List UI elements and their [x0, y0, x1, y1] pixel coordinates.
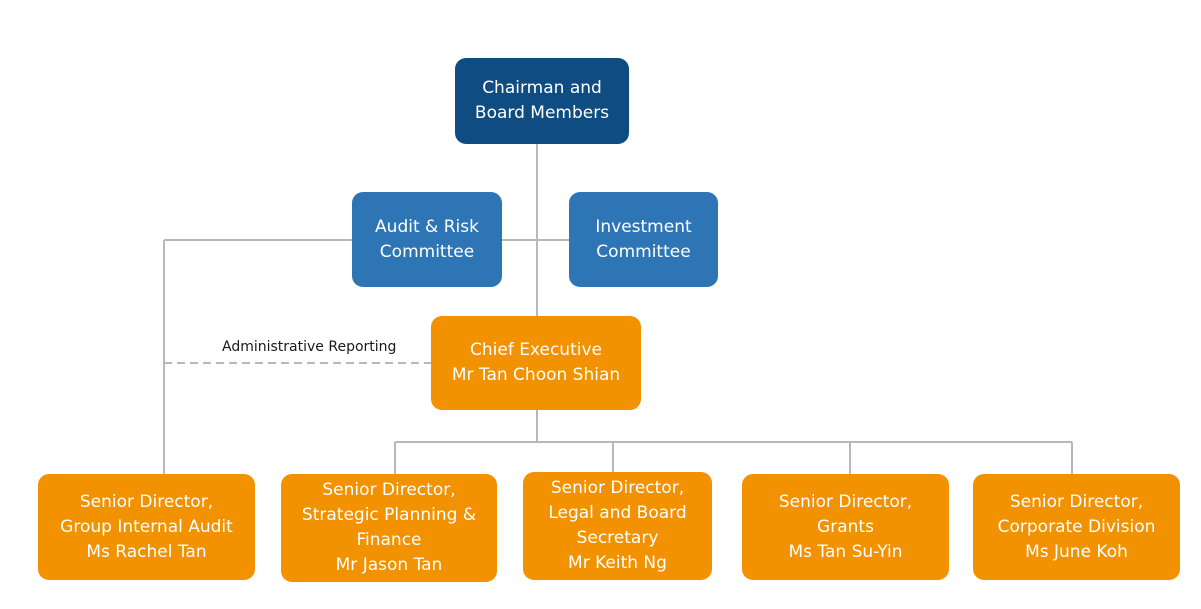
director-legal-board-secretary-node: Senior Director, Legal and Board Secreta…	[523, 472, 712, 580]
director-group-internal-audit-node: Senior Director, Group Internal Audit Ms…	[38, 474, 255, 580]
director-legal-board-secretary-label: Senior Director, Legal and Board Secreta…	[548, 478, 687, 573]
director-grants-node: Senior Director, Grants Ms Tan Su-Yin	[742, 474, 949, 580]
director-group-internal-audit-label: Senior Director, Group Internal Audit Ms…	[60, 491, 233, 562]
chief-executive-label: Chief Executive Mr Tan Choon Shian	[451, 340, 621, 385]
director-strategic-planning-finance-node: Senior Director, Strategic Planning & Fi…	[281, 474, 497, 582]
director-corporate-division-node: Senior Director, Corporate Division Ms J…	[973, 474, 1180, 580]
administrative-reporting-label: Administrative Reporting	[222, 339, 397, 355]
audit-risk-committee-label: Audit & Risk Committee	[375, 216, 479, 262]
director-strategic-planning-finance-label: Senior Director, Strategic Planning & Fi…	[301, 480, 477, 575]
investment-committee-node: Investment Committee	[569, 192, 718, 287]
board-node: Chairman and Board Members	[455, 58, 629, 144]
director-grants-label: Senior Director, Grants Ms Tan Su-Yin	[778, 491, 913, 562]
chief-executive-node: Chief Executive Mr Tan Choon Shian	[431, 316, 641, 410]
board-label: Chairman and Board Members	[474, 78, 610, 123]
investment-committee-label: Investment Committee	[595, 216, 692, 262]
director-corporate-division-label: Senior Director, Corporate Division Ms J…	[997, 491, 1156, 562]
audit-risk-committee-node: Audit & Risk Committee	[352, 192, 502, 287]
